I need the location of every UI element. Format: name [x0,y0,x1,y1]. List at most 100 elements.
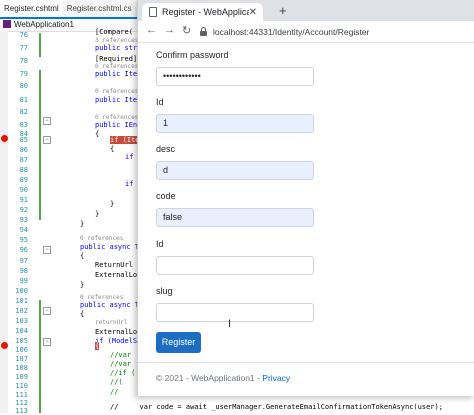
breakpoint-highlighted-line: { [95,342,100,350]
code-comment: //( [110,378,123,386]
browser-tab-strip: Register - WebApplication1 ✕ + [138,0,474,21]
id-label: Id [156,97,164,107]
line-number: 105 [15,337,28,345]
line-number: 111 [15,391,28,399]
code-line: } [110,200,115,208]
line-number: 88 [19,166,28,174]
code-line: { [80,252,85,260]
line-number: 90 [19,186,28,194]
code-line: } [95,210,100,218]
line-number: 77 [19,44,28,52]
new-tab-button[interactable]: + [279,3,287,18]
lock-icon[interactable] [200,26,207,36]
code-label: code [156,191,176,201]
reload-icon[interactable]: ↻ [182,25,192,37]
line-number: 102 [15,307,28,315]
confirm-password-field[interactable]: •••••••••••• [156,67,314,86]
code-text: public Ite [95,70,138,78]
collapse-icon[interactable]: − [43,307,51,315]
line-number: 81 [19,96,28,104]
editor-tab-register-cshtml-cs[interactable]: Register.cshtml.cs [62,0,136,17]
line-number: 86 [19,146,28,154]
address-bar[interactable]: localhost:44331/Identity/Account/Registe… [200,24,470,39]
line-number: 112 [15,399,28,407]
code-comment: //if ( [110,369,136,377]
code-text: public Ite [95,96,138,104]
code-text: public str [95,44,138,52]
line-number: 108 [15,364,28,372]
collapse-icon[interactable]: − [43,136,51,144]
codelens-references[interactable]: 0 references [95,63,139,70]
desc-field[interactable]: d [156,161,314,180]
browser-window: Register - WebApplication1 ✕ + ← → ↻ loc… [137,0,474,396]
collapse-icon[interactable]: − [43,338,51,346]
forward-icon[interactable]: → [164,24,175,36]
code-area[interactable]: [Compare( 3 references public str [Requi… [0,28,474,413]
page-icon [149,7,157,17]
code-text: public async T [80,301,140,309]
line-number: 100 [15,287,28,295]
code-text: public IEn [95,121,138,129]
id-field[interactable]: 1 [156,114,314,133]
code-line: public Ite [95,70,137,78]
line-number: 85 [19,136,28,144]
line-number: 101 [15,297,28,305]
project-name: WebApplication1 [14,20,74,29]
privacy-link[interactable]: Privacy [262,373,291,383]
register-button[interactable]: Register [156,332,201,353]
code-line: ReturnUrl [95,261,133,269]
code-comment: //var [110,360,132,368]
codelens-references[interactable]: 0 references [80,294,124,301]
browser-tab[interactable]: Register - WebApplication1 ✕ [142,3,263,21]
slug-field[interactable] [156,303,314,322]
footer-divider [138,362,474,363]
line-number: 106 [15,346,28,354]
line-number: 84 [19,130,28,138]
codelens-references[interactable]: 3 references [95,37,139,44]
code-line: public async T [80,243,139,251]
codelens-references[interactable]: 0 references [95,114,139,121]
line-number: 83 [19,121,28,129]
change-indicator [39,33,41,57]
line-number: 95 [19,236,28,244]
code-line: } [80,281,85,289]
id-field-2[interactable] [156,256,314,275]
code-line: } [80,220,85,228]
code-text: if (ModelS [95,337,138,345]
editor-tab-register-cshtml[interactable]: Register.cshtml [0,0,63,17]
id-label-2: Id [156,239,164,249]
code-line: { [110,145,115,153]
line-number: 99 [19,277,28,285]
confirm-password-label: Confirm password [156,50,229,60]
code-line: public IEn [95,121,137,129]
codelens-references[interactable]: 0 references [95,88,139,95]
line-number: 107 [15,355,28,363]
code-line: if [125,180,133,188]
collapse-icon[interactable]: − [43,117,51,125]
change-indicator [39,300,41,413]
code-field[interactable]: false [156,208,314,227]
line-number: 113 [15,407,28,415]
line-number: 109 [15,373,28,381]
line-number: 104 [15,327,28,335]
desc-label: desc [156,144,176,154]
line-number: 98 [19,267,28,275]
line-number: 97 [19,257,28,265]
code-text: if [125,180,134,188]
back-icon[interactable]: ← [146,24,157,36]
code-line: if [125,153,133,161]
breakpoint-icon[interactable] [1,342,8,349]
codelens-references[interactable]: 0 references [80,235,124,242]
breakpoint-icon[interactable] [1,135,8,142]
code-line: ExternalLo [95,271,138,279]
breakpoint-margin[interactable] [0,31,8,413]
code-comment: //var [110,351,132,359]
text-cursor-icon: I [228,318,232,330]
collapse-icon[interactable]: − [43,246,51,254]
code-comment: // [110,388,119,396]
close-tab-icon[interactable]: ✕ [248,6,257,18]
line-number: 82 [19,108,28,116]
line-number: 80 [19,82,28,90]
slug-label: slug [156,286,173,296]
breakpoint-highlighted-line: if (Ite [110,136,140,144]
